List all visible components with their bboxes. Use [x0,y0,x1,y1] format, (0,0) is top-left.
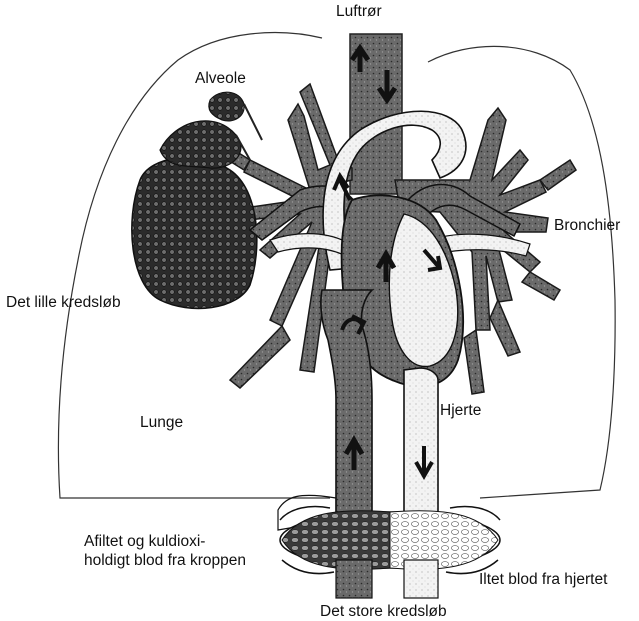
label-great-circulation: Det store kredsløb [320,602,447,621]
label-alveole: Alveole [195,69,246,88]
label-deoxygenated-line2: holdigt blod fra kroppen [84,551,246,570]
label-heart: Hjerte [440,401,481,420]
label-deoxygenated-line1: Afiltet og kuldioxi- [84,532,246,551]
descending-aorta [404,368,438,520]
systemic-capillary-bed [278,495,500,598]
vena-cava [321,290,372,520]
alveoli-cluster [132,92,262,308]
label-lung: Lunge [140,413,183,432]
label-bronchier: Bronchier [554,216,620,235]
label-trachea: Luftrør [336,2,382,21]
label-deoxygenated-blood: Afiltet og kuldioxi- holdigt blod fra kr… [84,532,246,570]
label-oxygenated-blood: Iltet blod fra hjertet [479,570,607,589]
label-small-circulation: Det lille kredsløb [6,293,121,312]
